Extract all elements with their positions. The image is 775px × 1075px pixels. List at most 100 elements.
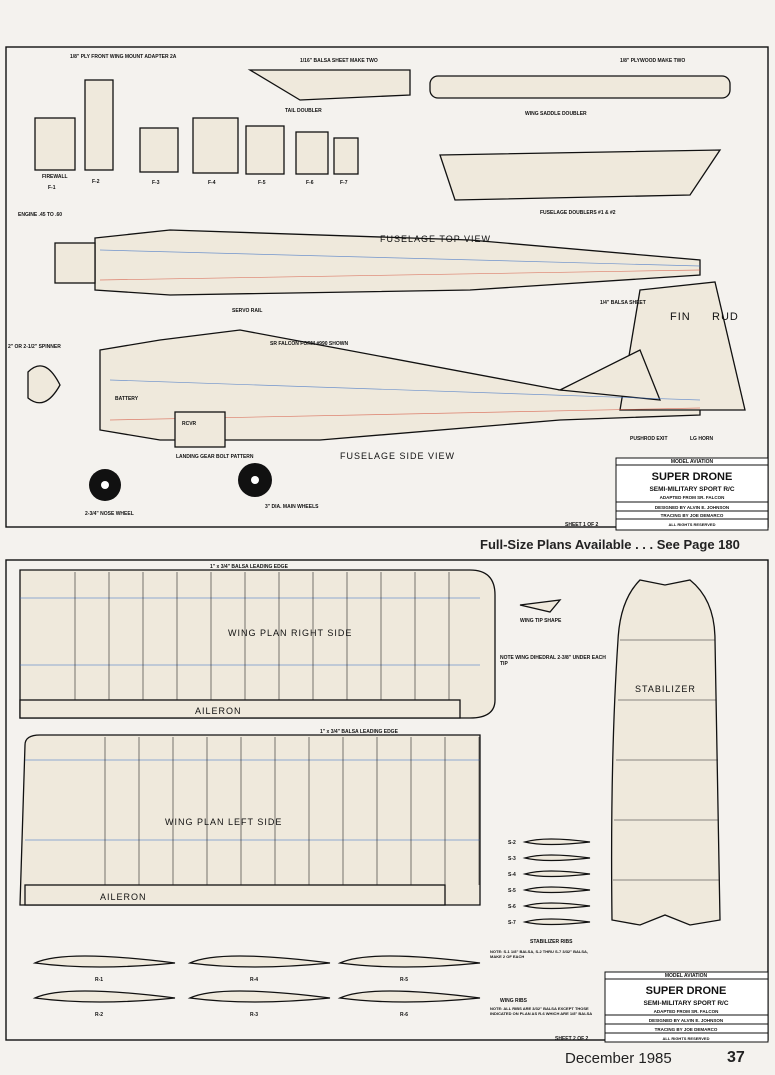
wing-right [19, 569, 496, 719]
wing-rib-label: R-3 [250, 1012, 258, 1018]
note: 1/16" BALSA SHEET MAKE TWO [300, 58, 378, 64]
note: NOTE: ALL RIBS ARE 3/32" BALSA EXCEPT TH… [490, 1006, 593, 1016]
wing-tip-shape-label: WING TIP SHAPE [520, 618, 562, 624]
fuselage-doubler-shape [439, 149, 722, 201]
stab-rib-label: S-3 [508, 856, 516, 862]
wing-rib-profiles: R-1R-2 R-3 R-4 R-5R-6 [32, 955, 481, 1018]
fuselage-doublers-label: FUSELAGE DOUBLERS #1 & #2 [540, 210, 616, 216]
landing-gear-bolt-pattern [174, 411, 226, 448]
wing-saddle-doubler-shape [429, 75, 731, 99]
svg-text:ADAPTED FROM SR. FALCON: ADAPTED FROM SR. FALCON [660, 495, 725, 500]
note: 1" x 3/4" BALSA LEADING EDGE [320, 729, 399, 735]
svg-text:MODEL AVIATION: MODEL AVIATION [665, 973, 708, 979]
wing-left [19, 734, 481, 906]
former-label: F-7 [340, 180, 348, 186]
wing-rib-label: R-1 [95, 977, 103, 983]
stab-rib-profile [522, 870, 591, 878]
note: ENGINE .45 TO .60 [18, 212, 62, 218]
wing-rib-label: R-6 [400, 1012, 408, 1018]
svg-text:ALL RIGHTS RESERVED: ALL RIGHTS RESERVED [669, 522, 716, 527]
note: SR FALCON FORM #990 SHOWN [270, 341, 348, 347]
wing-rib-profile [187, 955, 331, 968]
former-label: F-1 [48, 185, 56, 191]
top-view-title: FUSELAGE TOP VIEW [380, 234, 491, 244]
issue-date: December 1985 [565, 1050, 672, 1067]
svg-text:MODEL AVIATION: MODEL AVIATION [671, 459, 714, 465]
svg-text:SUPER DRONE: SUPER DRONE [646, 985, 727, 997]
svg-text:SUPER DRONE: SUPER DRONE [652, 471, 733, 483]
sheet1-frame [5, 46, 769, 528]
engine-top [54, 242, 96, 284]
stab-rib-label: S-2 [508, 840, 516, 846]
note: LG HORN [690, 436, 713, 442]
wing-ribs-label: WING RIBS [500, 998, 528, 1004]
wing-saddle-doubler-label: WING SADDLE DOUBLER [525, 111, 587, 117]
stabilizer-ribs: S-2S-3S-4S-5S-6S-7 [508, 838, 591, 926]
stab-rib-profile [522, 902, 591, 910]
plans-available-banner: Full-Size Plans Available . . . See Page… [480, 537, 740, 552]
tail-doubler-shape [247, 69, 411, 101]
stabilizer-shape [610, 579, 721, 926]
wing-left-title: WING PLAN LEFT SIDE [165, 817, 282, 827]
fuselage-top-view [94, 229, 701, 296]
sheet-label: SHEET 2 OF 2 [555, 1036, 589, 1042]
svg-text:TRACING BY JOE DEMARCO: TRACING BY JOE DEMARCO [661, 513, 724, 518]
note: 2" OR 2-1/2" SPINNER [8, 344, 61, 350]
wing-rib-profile [187, 990, 331, 1003]
note: NOTE WING DIHEDRAL 2-3/8" UNDER EACH TIP [500, 655, 606, 668]
page-number: 37 [727, 1049, 745, 1066]
stab-rib-profile [522, 854, 591, 862]
former-label: F-4 [208, 180, 216, 186]
former-label: F-6 [306, 180, 314, 186]
title-block-2: MODEL AVIATION SUPER DRONE SEMI-MILITARY… [604, 971, 769, 1043]
tail-doubler-label: TAIL DOUBLER [285, 108, 322, 114]
stab-rib-label: S-6 [508, 904, 516, 910]
note: SERVO RAIL [232, 308, 262, 314]
wing-rib-profile [337, 955, 481, 968]
aileron-label: AILERON [100, 892, 147, 902]
wing-right-title: WING PLAN RIGHT SIDE [228, 628, 352, 638]
stab-rib-profile [522, 918, 591, 926]
note: PUSHROD EXIT [630, 436, 668, 442]
svg-text:TRACING BY JOE DEMARCO: TRACING BY JOE DEMARCO [655, 1027, 718, 1032]
note: 1/8" PLY FRONT WING MOUNT ADAPTER 2A [70, 54, 177, 60]
former-label: F-2 [92, 179, 100, 185]
stab-rib-label: S-4 [508, 872, 516, 878]
stab-rib-label: S-7 [508, 920, 516, 926]
note: 1" x 3/4" BALSA LEADING EDGE [210, 564, 289, 570]
spinner [27, 365, 61, 404]
note: LANDING GEAR BOLT PATTERN [176, 454, 254, 460]
svg-text:SEMI-MILITARY SPORT R/C: SEMI-MILITARY SPORT R/C [649, 486, 734, 493]
svg-text:DESIGNED BY ALVIN E. JOHNSON: DESIGNED BY ALVIN E. JOHNSON [649, 1018, 723, 1023]
note: 1/8" PLYWOOD MAKE TWO [620, 58, 685, 64]
wing-rib-label: R-4 [250, 977, 258, 983]
stab-rib-label: S-5 [508, 888, 516, 894]
rudder-label: RUD [712, 311, 739, 323]
note: 1/4" BALSA SHEET [600, 300, 646, 306]
svg-text:ALL RIGHTS RESERVED: ALL RIGHTS RESERVED [663, 1036, 710, 1041]
fin-label: FIN [670, 311, 691, 323]
stabilizer-label: STABILIZER [635, 684, 696, 694]
svg-text:DESIGNED BY ALVIN E. JOHNSON: DESIGNED BY ALVIN E. JOHNSON [655, 505, 729, 510]
wing-rib-profile [32, 990, 176, 1003]
wing-rib-label: R-5 [400, 977, 408, 983]
former-label: F-3 [152, 180, 160, 186]
stab-rib-profile [522, 838, 591, 846]
note: BATTERY [115, 396, 139, 402]
aileron-label: AILERON [195, 706, 242, 716]
wing-rib-label: R-2 [95, 1012, 103, 1018]
note: RCVR [182, 421, 197, 427]
stab-rib-profile [522, 886, 591, 894]
side-view-title: FUSELAGE SIDE VIEW [340, 451, 455, 461]
firewall-label: FIREWALL [42, 174, 68, 180]
note: 2-3/4" NOSE WHEEL [85, 511, 134, 517]
former-label: F-5 [258, 180, 266, 186]
stab-ribs-label: STABILIZER RIBS [530, 939, 573, 945]
title-block-1: MODEL AVIATION SUPER DRONE SEMI-MILITARY… [615, 457, 769, 531]
note: 3" DIA. MAIN WHEELS [265, 504, 319, 510]
wing-ribs [74, 572, 480, 885]
sheet-label: SHEET 1 OF 2 [565, 522, 599, 528]
sheet2-frame [5, 559, 769, 1041]
